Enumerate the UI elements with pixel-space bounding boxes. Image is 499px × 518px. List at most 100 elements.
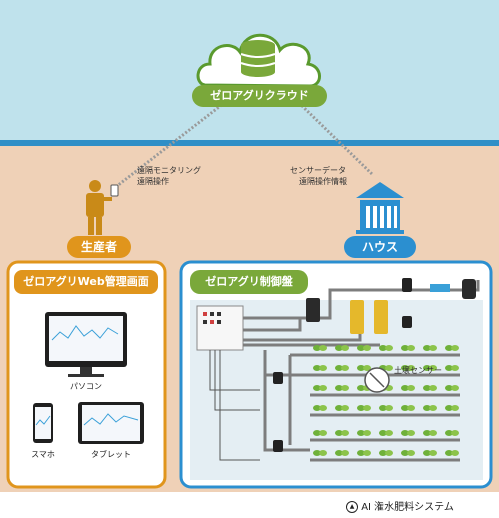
footer-text: AI 潅水肥料システム xyxy=(361,502,454,513)
plant-leaf xyxy=(385,345,393,351)
footer: ▲ AI 潅水肥料システム xyxy=(346,498,454,513)
plant-leaf xyxy=(445,365,453,371)
plant-leaf xyxy=(407,430,415,436)
pump-icon xyxy=(462,279,476,299)
plant-leaf xyxy=(401,345,409,351)
plant-leaf xyxy=(429,430,437,436)
plant-leaf xyxy=(363,345,371,351)
control-panel-title: ゼロアグリ制御盤 xyxy=(190,270,308,294)
phone-label: スマホ xyxy=(31,450,55,459)
plant-leaf xyxy=(429,450,437,456)
plant-leaf xyxy=(445,405,453,411)
plant-leaf xyxy=(423,345,431,351)
plant-leaf xyxy=(385,450,393,456)
link-left-line2: 遠隔操作 xyxy=(137,177,169,186)
plant-leaf xyxy=(313,430,321,436)
pc-monitor-icon xyxy=(45,312,127,377)
link-right-line1: センサーデータ xyxy=(290,166,346,175)
plant-leaf xyxy=(379,430,387,436)
producer-label: 生産者 xyxy=(67,236,131,258)
tablet-label: タブレット xyxy=(91,450,131,459)
link-line-left xyxy=(116,98,229,188)
plant-leaf xyxy=(429,345,437,351)
plant-leaf xyxy=(341,345,349,351)
valve-icon xyxy=(273,278,412,452)
plant-leaf xyxy=(379,450,387,456)
plant-leaf xyxy=(335,385,343,391)
plant-leaf xyxy=(319,405,327,411)
plant-leaf xyxy=(385,365,393,371)
plant-leaf xyxy=(451,345,459,351)
plant-leaf xyxy=(341,450,349,456)
sensor-label: 土壌センサー xyxy=(394,366,442,375)
control-box-icon xyxy=(196,305,244,351)
plant-leaf xyxy=(319,385,327,391)
plant-leaf xyxy=(335,365,343,371)
web-panel-title: ゼロアグリWeb管理画面 xyxy=(14,270,158,294)
link-line-right xyxy=(294,98,375,177)
plant-leaf xyxy=(445,430,453,436)
plant-leaf xyxy=(357,345,365,351)
plant-leaf xyxy=(357,430,365,436)
pc-label: パソコン xyxy=(70,382,102,391)
plant-leaf xyxy=(363,430,371,436)
plant-leaf xyxy=(423,365,431,371)
plant-leaf xyxy=(445,345,453,351)
plant-leaf xyxy=(385,430,393,436)
plant-leaf xyxy=(401,450,409,456)
plant-leaf xyxy=(357,365,365,371)
plant-leaf xyxy=(407,365,415,371)
plant-leaf xyxy=(401,385,409,391)
plant-leaf xyxy=(363,405,371,411)
tablet-icon xyxy=(78,402,144,444)
greenhouse-icon xyxy=(356,182,404,234)
plant-leaf xyxy=(363,365,371,371)
plant-leaf xyxy=(357,405,365,411)
plant-leaf xyxy=(335,405,343,411)
plant-leaf xyxy=(407,345,415,351)
plant-leaf xyxy=(313,345,321,351)
plant-leaf xyxy=(423,430,431,436)
plant-leaf xyxy=(341,385,349,391)
plant-leaf xyxy=(319,430,327,436)
injector-icon xyxy=(306,298,388,334)
plant-leaf xyxy=(319,450,327,456)
plant-leaf xyxy=(379,405,387,411)
plant-leaf xyxy=(341,430,349,436)
plant-leaf xyxy=(313,405,321,411)
plant-leaf xyxy=(423,385,431,391)
plant-leaf xyxy=(385,405,393,411)
phone-icon xyxy=(33,403,53,443)
plant-leaf xyxy=(363,450,371,456)
plant-leaf xyxy=(423,405,431,411)
triangle-up-icon: ▲ xyxy=(346,501,358,513)
plant-leaf xyxy=(401,365,409,371)
plant-leaf xyxy=(407,405,415,411)
plants xyxy=(313,345,459,456)
plant-leaf xyxy=(335,450,343,456)
house-label: ハウス xyxy=(344,236,416,258)
plant-leaf xyxy=(335,345,343,351)
plant-leaf xyxy=(319,345,327,351)
plant-leaf xyxy=(429,385,437,391)
cloud-label: ゼロアグリクラウド xyxy=(192,85,327,107)
plant-leaf xyxy=(313,450,321,456)
plant-leaf xyxy=(429,365,437,371)
plant-leaf xyxy=(401,405,409,411)
plant-leaf xyxy=(313,365,321,371)
link-right-text: センサーデータ遠隔操作情報 xyxy=(290,165,347,187)
plant-leaf xyxy=(357,450,365,456)
plant-leaf xyxy=(451,430,459,436)
plant-leaf xyxy=(451,405,459,411)
plant-leaf xyxy=(445,450,453,456)
plant-leaf xyxy=(407,450,415,456)
farmer-icon xyxy=(86,180,119,235)
sensor-wires xyxy=(209,350,260,461)
plant-leaf xyxy=(341,405,349,411)
plant-leaf xyxy=(357,385,365,391)
plant-leaf xyxy=(341,365,349,371)
filter-icon xyxy=(430,284,450,292)
plant-leaf xyxy=(445,385,453,391)
